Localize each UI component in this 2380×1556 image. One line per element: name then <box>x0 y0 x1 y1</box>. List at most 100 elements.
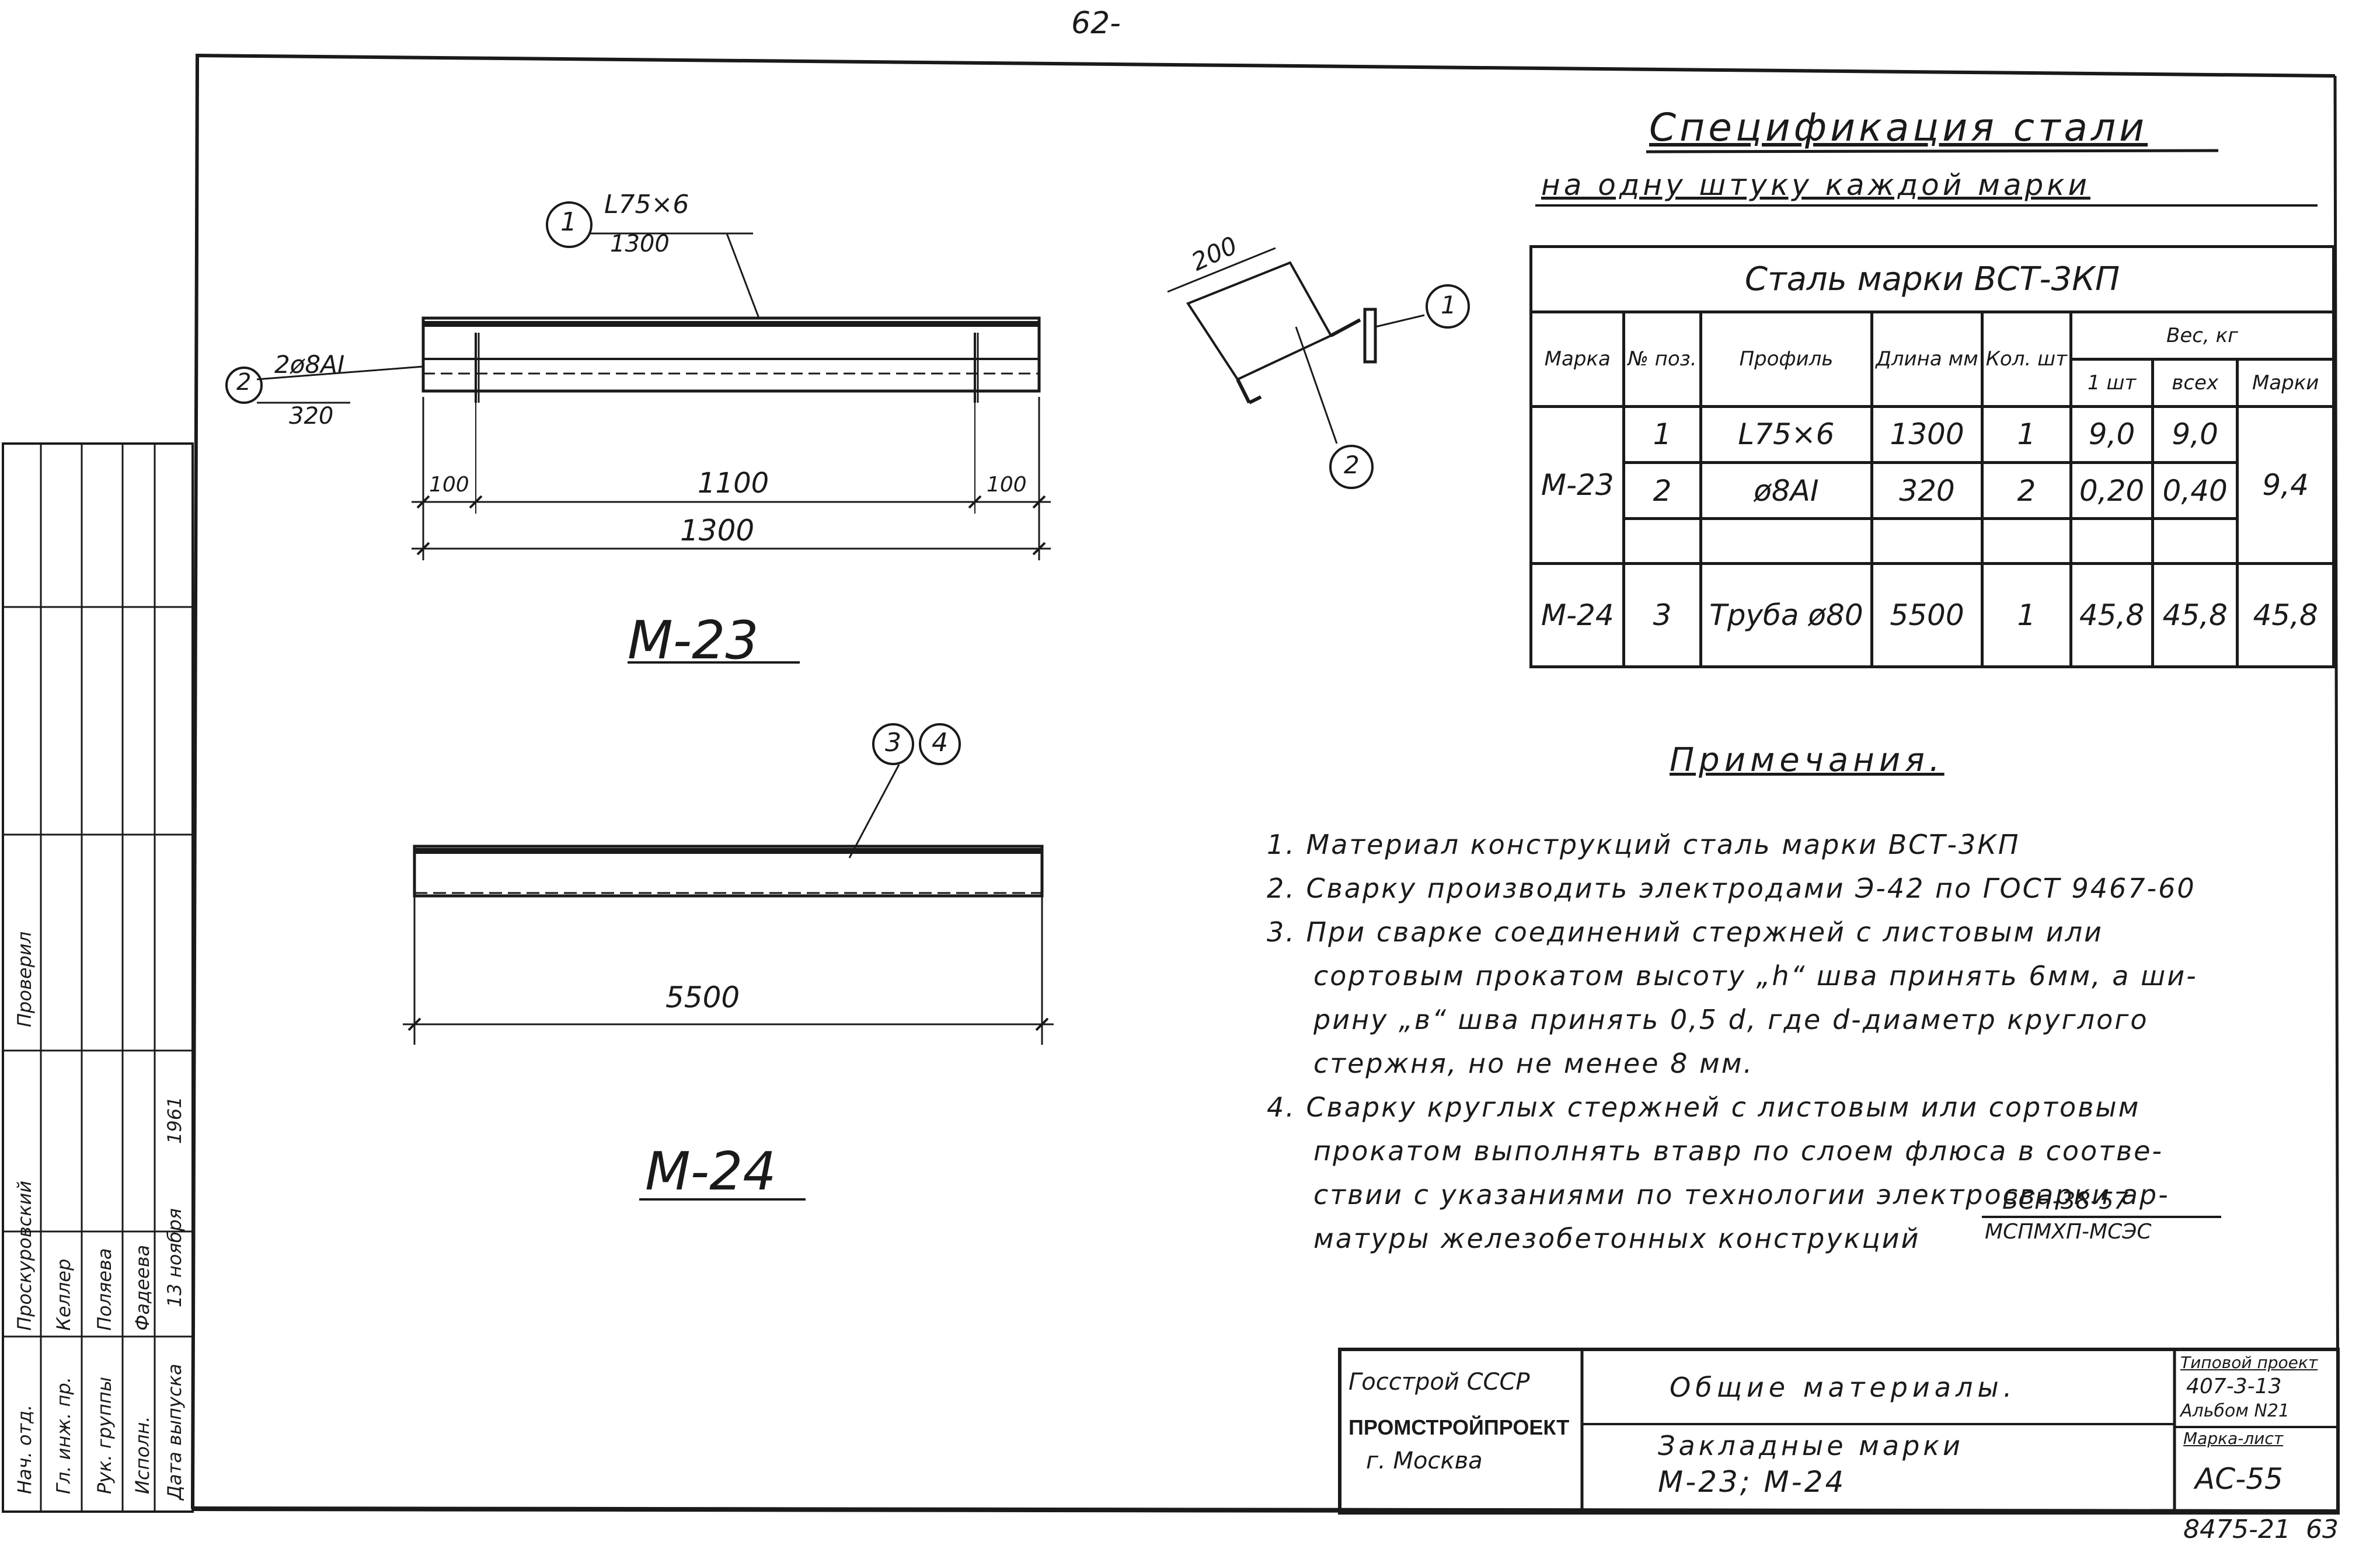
m24-leader <box>848 764 900 859</box>
side-stamp-name: Поляева <box>93 1248 116 1331</box>
spec-header-per-unit: 1 шт <box>2069 357 2155 408</box>
m23-dim-left: 100 <box>429 473 469 497</box>
title-block-sheet-label: Марка-лист <box>2183 1429 2284 1448</box>
title-block-drawing-name: Закладные марки <box>1658 1430 1964 1461</box>
m23-dim-mid: 1100 <box>698 467 769 500</box>
spec-cell-total: 9,0 <box>2151 404 2239 465</box>
spec-cell-length: 320 <box>1870 461 1984 521</box>
note-line: матуры железобетонных конструкций <box>1313 1223 1921 1254</box>
side-stamp-name: Проскуровский <box>13 1180 36 1331</box>
spec-cell-mark-weight: 9,4 <box>2236 404 2335 565</box>
m24-pipe-body <box>413 845 1044 898</box>
spec-cell-length: 1300 <box>1870 404 1984 465</box>
detail-callout-1-label: 1 <box>1441 291 1456 319</box>
m24-dim-total: 5500 <box>665 981 740 1014</box>
m24-title: M-24 <box>645 1141 776 1202</box>
spec-cell-total: 45,8 <box>2151 561 2239 668</box>
angle-section-detail <box>1167 247 1470 489</box>
spec-cell-mark: M-23 <box>1529 404 1626 565</box>
side-stamp-role: Гл. инж. пр. <box>53 1377 75 1494</box>
page-bottom-page: 63 <box>2306 1515 2339 1544</box>
spec-table: Сталь марки ВСТ-3КП Марка № поз. Профиль… <box>1529 245 2335 668</box>
side-stamp-name: Келлер <box>53 1258 75 1331</box>
spec-cell-mark: M-24 <box>1529 561 1626 668</box>
note-line: ствии с указаниями по технологии электро… <box>1313 1179 2170 1210</box>
side-stamp-date-value: 13 ноября <box>163 1208 186 1307</box>
title-block-album: Альбом N21 <box>2180 1401 2290 1421</box>
title-block-project-number: 407-3-13 <box>2186 1374 2282 1398</box>
side-stamp-role: Исполн. <box>131 1416 154 1494</box>
spec-header-total: всех <box>2151 357 2239 408</box>
m23-dim-right: 100 <box>987 473 1027 497</box>
spec-cell-unit: 45,8 <box>2069 561 2155 668</box>
spec-header-weight: Вес, кг <box>2069 310 2335 361</box>
m23-leader-2 <box>256 365 424 381</box>
spec-cell-qty: 1 <box>1980 404 2073 465</box>
title-block-institute: ПРОМСТРОЙПРОЕКТ <box>1348 1415 1570 1439</box>
detail-callout-1-circle <box>1426 284 1470 329</box>
title-block-org: Госстрой СССР <box>1348 1369 1530 1395</box>
note-line: прокатом выполнять втавр по слоем флюса … <box>1313 1135 2163 1167</box>
note-line: 4. Сварку круглых стержней с листовым ил… <box>1267 1091 2141 1123</box>
note-line: сортовым прокатом высоту „h“ шва принять… <box>1313 960 2198 992</box>
spec-header-length: Длина мм <box>1870 310 1984 408</box>
note-line: 3. При сварке соединений стержней с лист… <box>1267 916 2103 948</box>
spec-cell-profile: L75×6 <box>1699 404 1874 465</box>
title-block-city: г. Москва <box>1366 1447 1483 1474</box>
notes-fraction-bottom: МСПМХП-МСЭС <box>1985 1220 2152 1244</box>
m23-angle-body <box>421 316 1041 393</box>
m23-bar-label: 2ø8AI <box>274 350 345 379</box>
side-stamp-year-note: 1961 <box>163 1096 186 1144</box>
m23-dim-total: 1300 <box>680 514 755 547</box>
spec-cell-qty: 1 <box>1980 561 2073 668</box>
title-block-project-label: Типовой проект <box>2180 1353 2318 1372</box>
page-bottom-number: 8475-21 <box>2183 1515 2291 1544</box>
frame-right <box>2333 75 2340 1512</box>
page-top-number: 62- <box>1071 6 1121 41</box>
spec-cell-pos: 2 <box>1622 461 1702 521</box>
frame-top <box>195 54 2336 78</box>
side-stamp-date-label: Дата выпуска <box>163 1363 186 1500</box>
title-block-grid <box>1338 1348 2340 1515</box>
spec-subtitle: на одну штуку каждой марки <box>1541 168 2090 202</box>
spec-header-mark: Марка <box>1529 310 1626 408</box>
detail-callout-2-label: 2 <box>1344 451 1360 479</box>
side-stamp-name: Фадеева <box>131 1244 154 1331</box>
m23-title: M-23 <box>628 610 759 671</box>
note-line: рину „в“ шва принять 0,5 d, где d-диамет… <box>1313 1004 2149 1035</box>
notes-list: 1. Материал конструкций сталь марки ВСТ-… <box>1267 829 2335 1267</box>
spec-cell-qty: 2 <box>1980 461 2073 521</box>
m24-elevation <box>403 723 1054 1201</box>
m24-callout-3-circle <box>872 723 914 765</box>
detail-callout-2-circle <box>1329 445 1374 489</box>
m23-callout-2-circle <box>225 367 263 404</box>
side-stamp: Нач. отд. Проскуровский Гл. инж. пр. Кел… <box>3 444 193 1512</box>
m24-callout-4-circle <box>919 723 961 765</box>
notes-fraction-top: ВСН-38-57 <box>2002 1188 2129 1215</box>
spec-title: Спецификация стали <box>1649 105 2148 150</box>
side-stamp-extra: Проверил <box>13 931 36 1027</box>
note-line: 2. Сварку производить электродами Э-42 п… <box>1267 873 2196 904</box>
spec-cell-length: 5500 <box>1870 561 1984 668</box>
m24-callout-3-label: 3 <box>885 728 901 758</box>
spec-header-per-mark: Марки <box>2236 357 2335 408</box>
note-line: 1. Материал конструкций сталь марки ВСТ-… <box>1267 829 2020 860</box>
notes-title: Примечания. <box>1670 741 1945 779</box>
m23-elevation <box>225 201 1051 664</box>
detail-plate <box>1186 261 1333 381</box>
title-block-description: Общие материалы. <box>1670 1372 2017 1403</box>
m23-callout-1-circle <box>546 201 593 248</box>
m23-profile-label: L75×6 <box>604 190 689 219</box>
spec-steel-grade: Сталь марки ВСТ-3КП <box>1529 245 2335 313</box>
spec-header-qty: Кол. шт <box>1980 310 2073 408</box>
spec-cell-total: 0,40 <box>2151 461 2239 521</box>
title-block-drawing-marks: M-23; M-24 <box>1658 1465 1846 1499</box>
note-line: стержня, но не менее 8 мм. <box>1313 1048 1754 1079</box>
spec-cell-pos: 3 <box>1622 561 1702 668</box>
spec-cell-mark-weight: 45,8 <box>2236 561 2335 668</box>
m24-callout-4-label: 4 <box>932 728 948 758</box>
spec-header-profile: Профиль <box>1699 310 1874 408</box>
m23-callout-1-label: 1 <box>560 207 577 237</box>
side-stamp-role: Рук. группы <box>93 1376 116 1494</box>
